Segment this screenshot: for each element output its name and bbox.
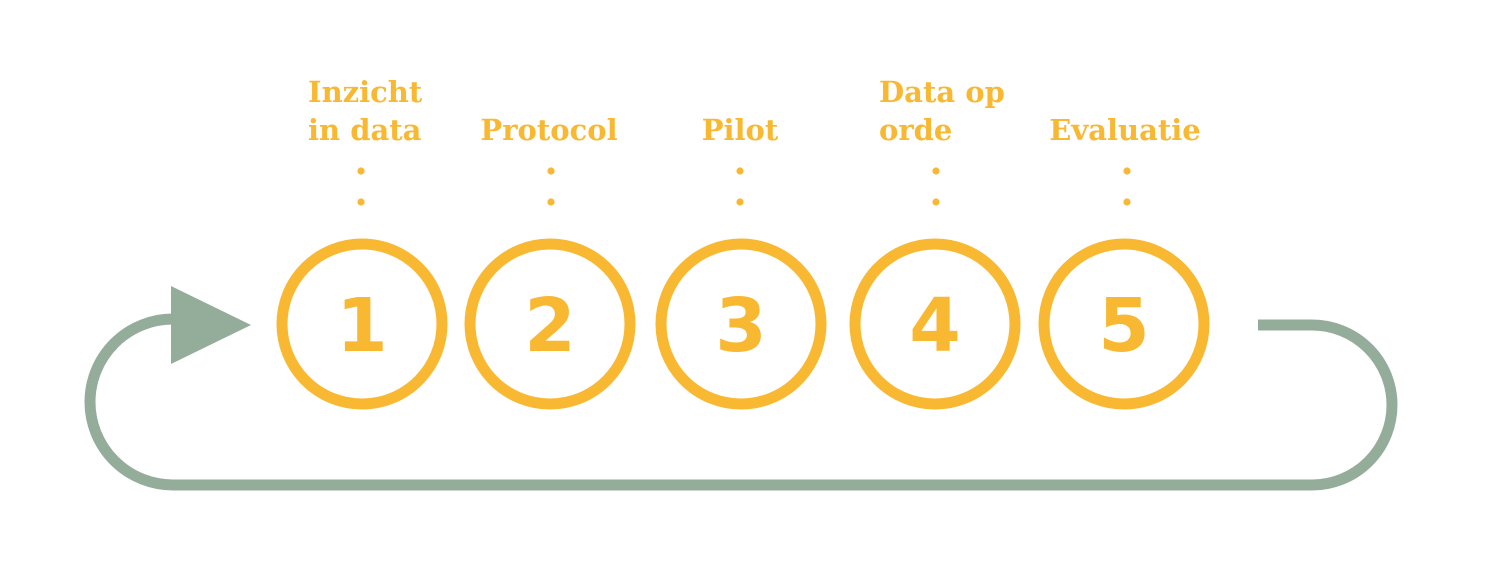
step-5-label-line-1: Evaluatie: [1049, 113, 1201, 147]
step-2-circle: [464, 238, 636, 410]
step-1-label: Inzicht in data: [308, 75, 432, 147]
step-4-label-line-2: orde: [879, 113, 952, 147]
step-3-connector-dot-1: [736, 167, 744, 175]
step-1-connector-dot-1: [357, 167, 365, 175]
step-1-circle: [276, 238, 448, 410]
step-1: Inzicht in data 1: [276, 75, 448, 410]
step-2-connector-dot-2: [547, 198, 555, 206]
step-2-connector-dot-1: [547, 167, 555, 175]
step-5-connector-dot-2: [1123, 198, 1131, 206]
step-3-number: 3: [715, 283, 767, 369]
step-3-circle: [655, 238, 827, 410]
step-4-label: Data op orde: [879, 75, 1015, 147]
step-2-number: 2: [524, 283, 576, 369]
step-3-label: Pilot: [702, 113, 779, 147]
step-4-label-line-1: Data op: [879, 75, 1005, 109]
step-1-number: 1: [336, 283, 388, 369]
loop-arrowhead-icon: [171, 286, 251, 364]
step-3: Pilot 3: [655, 113, 827, 410]
step-3-connector-dot-2: [736, 198, 744, 206]
step-5-number: 5: [1098, 283, 1150, 369]
step-5-label: Evaluatie: [1049, 113, 1201, 147]
step-4-connector-dot-1: [932, 167, 940, 175]
loop-arrow-path: [84, 313, 1398, 491]
step-2: Protocol 2: [464, 113, 636, 410]
step-5-connector-dot-1: [1123, 167, 1131, 175]
step-4: Data op orde 4: [849, 75, 1021, 410]
step-5: Evaluatie 5: [1038, 113, 1210, 410]
step-1-label-line-2: in data: [308, 113, 422, 147]
step-5-circle: [1038, 238, 1210, 410]
step-2-label: Protocol: [480, 113, 617, 147]
step-3-label-line-1: Pilot: [702, 113, 779, 147]
step-4-circle: [849, 238, 1021, 410]
step-2-label-line-1: Protocol: [480, 113, 617, 147]
step-4-number: 4: [909, 283, 961, 369]
step-1-connector-dot-2: [357, 198, 365, 206]
step-1-label-line-1: Inzicht: [308, 75, 423, 109]
step-4-connector-dot-2: [932, 198, 940, 206]
